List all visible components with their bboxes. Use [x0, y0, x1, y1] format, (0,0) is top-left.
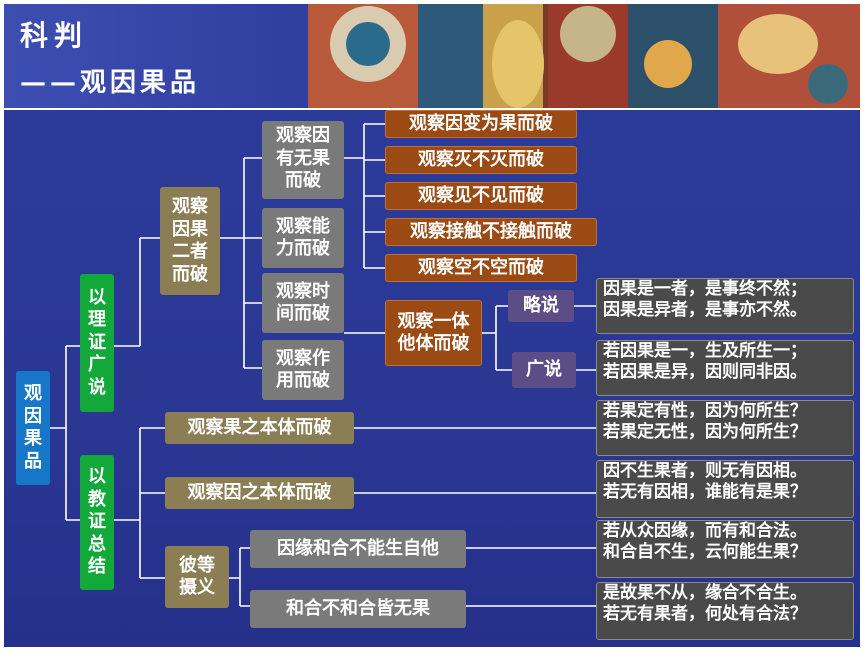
- refutation-1: 观察灭不灭而破: [385, 146, 577, 174]
- brief-node: 略说: [508, 290, 574, 322]
- verse-line: 若因果是一，生及所生一；: [603, 341, 807, 361]
- branch-reasoning: 以理证广说: [80, 274, 114, 412]
- verse-line: 是故果不从，缘合不合生。: [603, 583, 807, 603]
- decorative-artwork: [308, 4, 860, 108]
- refutation-2: 观察见不见而破: [385, 182, 577, 210]
- verse-line: 若果定无性，因为何所生？: [603, 422, 807, 443]
- branch-scripture: 以教证总结: [80, 455, 114, 590]
- cause-nature-verse: 因不生果者，则无有因相。 若无有因相，谁能有是果？: [596, 460, 854, 518]
- verse-line: 因果是异者，是事亦不然。: [603, 300, 807, 321]
- verse-line: 若因果是异，因则同非因。: [603, 362, 807, 383]
- verse-line: 因果是一者，是事终不然；: [603, 279, 807, 299]
- page-subtitle: ——观因果品: [20, 68, 201, 98]
- verse-line: 和合自不生，云何能生果？: [603, 542, 807, 563]
- refutation-0: 观察因变为果而破: [385, 110, 577, 138]
- that-meaning-node: 彼等摄义: [165, 546, 229, 608]
- conditions-verse: 若从众因缘，而有和合法。 和合自不生，云何能生果？: [596, 520, 854, 578]
- sub-item-3: 观察作用而破: [262, 340, 344, 400]
- root-node: 观因果品: [16, 371, 50, 485]
- verse-line: 若无有因相，谁能有是果？: [603, 482, 807, 503]
- conditions-node: 因缘和合不能生自他: [250, 530, 466, 568]
- verse-line: 因不生果者，则无有因相。: [603, 461, 807, 481]
- one-other-node: 观察一体他体而破: [385, 300, 482, 366]
- cause-nature-node: 观察因之本体而破: [165, 477, 354, 509]
- detailed-verse: 若因果是一，生及所生一； 若因果是异，因则同非因。: [596, 340, 854, 396]
- page-title: 科判: [20, 19, 89, 52]
- header-banner: 科判 ——观因果品: [4, 4, 860, 108]
- group-cause-effect: 观察因果二者而破: [160, 187, 220, 295]
- harmony-verse: 是故果不从，缘合不合生。 若无有果者，何处有合法？: [596, 582, 854, 640]
- verse-line: 若从众因缘，而有和合法。: [603, 521, 807, 541]
- sub-item-2: 观察时间而破: [262, 273, 344, 333]
- sub-item-1: 观察能力而破: [262, 208, 344, 268]
- harmony-node: 和合不和合皆无果: [250, 590, 466, 628]
- effect-nature-node: 观察果之本体而破: [165, 412, 354, 444]
- detailed-node: 广说: [512, 352, 576, 388]
- refutation-3: 观察接触不接触而破: [385, 218, 597, 246]
- refutation-4: 观察空不空而破: [385, 254, 577, 282]
- brief-verse: 因果是一者，是事终不然； 因果是异者，是事亦不然。: [596, 278, 854, 334]
- sub-item-0: 观察因有无果而破: [262, 121, 344, 199]
- verse-line: 若果定有性，因为何所生？: [603, 401, 807, 421]
- effect-nature-verse: 若果定有性，因为何所生？ 若果定无性，因为何所生？: [596, 400, 854, 456]
- verse-line: 若无有果者，何处有合法？: [603, 604, 807, 625]
